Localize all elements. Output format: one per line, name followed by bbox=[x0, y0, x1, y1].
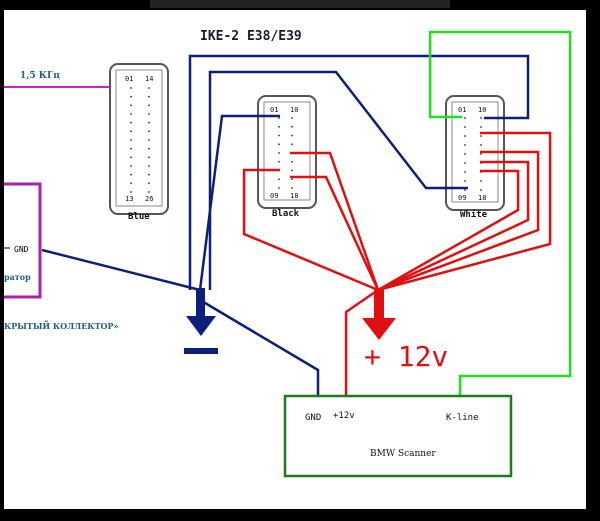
white-pin-dot bbox=[464, 162, 466, 164]
white-pin-dot bbox=[464, 117, 466, 119]
black-pin-dot bbox=[278, 187, 280, 189]
white-pin-dot bbox=[480, 144, 482, 146]
black-connector: 01 10 09 18 Black bbox=[257, 95, 317, 219]
white-pin-dot bbox=[464, 180, 466, 182]
blue-pin-dot bbox=[130, 156, 132, 159]
white-pin-dot bbox=[480, 117, 482, 119]
scanner-gnd-label: GND bbox=[305, 413, 321, 423]
kline-wire bbox=[428, 30, 572, 396]
power-wires bbox=[242, 131, 552, 396]
bmw-scanner: GND +12v K-line BMW Scanner bbox=[283, 394, 513, 478]
blue-pin-dot bbox=[148, 147, 150, 150]
black-pin-dot bbox=[278, 178, 280, 181]
ground-symbol bbox=[184, 288, 218, 354]
scanner-title: BMW Scanner bbox=[370, 449, 436, 459]
black-pin-dot bbox=[278, 125, 280, 128]
black-pin-dot bbox=[291, 117, 293, 119]
blue-pin-dot bbox=[148, 182, 150, 185]
black-pin-18: 18 bbox=[290, 192, 298, 200]
scanner-kline-label: K-line bbox=[446, 413, 479, 423]
blue-pin-dot bbox=[148, 121, 150, 124]
blue-pin-dot bbox=[130, 191, 132, 193]
blue-pin-26: 26 bbox=[145, 195, 153, 203]
black-pin-10: 10 bbox=[290, 106, 298, 114]
white-pin-dot bbox=[464, 171, 466, 173]
black-pin-dot bbox=[291, 187, 293, 189]
blue-pin-dot bbox=[148, 165, 150, 167]
blue-pin-dot bbox=[130, 173, 132, 176]
blue-pin-dot bbox=[130, 165, 132, 167]
black-connector-label: Black bbox=[272, 209, 300, 219]
blue-pin-dot bbox=[130, 87, 132, 89]
black-pin-dot bbox=[291, 169, 293, 172]
blue-pin-dot bbox=[148, 113, 150, 115]
white-connector-label: White bbox=[460, 209, 488, 220]
blue-pin-dot bbox=[148, 139, 150, 141]
white-pin-dot bbox=[464, 135, 466, 137]
ground-wires bbox=[41, 54, 530, 396]
white-pin-dot bbox=[480, 126, 482, 128]
white-pin-dot bbox=[480, 153, 482, 155]
white-connector: 01 10 09 18 White bbox=[445, 95, 505, 220]
blue-pin-14: 14 bbox=[145, 75, 153, 83]
white-pin-dot bbox=[464, 153, 466, 155]
black-pin-dot bbox=[291, 160, 293, 163]
blue-pin-13: 13 bbox=[125, 195, 133, 203]
white-pin-dot bbox=[480, 189, 482, 191]
black-pin-01: 01 bbox=[270, 106, 278, 114]
black-pin-09: 09 bbox=[270, 192, 278, 200]
frequency-label: 1,5 КГц bbox=[20, 71, 60, 81]
black-pin-dot bbox=[291, 143, 293, 146]
blue-connector-label: Blue bbox=[128, 212, 150, 222]
white-pin-dot bbox=[480, 180, 482, 182]
white-pin-18: 18 bbox=[478, 194, 486, 202]
diagram-title: IKE-2 E38/E39 bbox=[200, 29, 302, 44]
collector-label-fragment: КРЫТЫЙ КОЛЛЕКТОР» bbox=[4, 321, 119, 331]
white-pin-09: 09 bbox=[458, 194, 466, 202]
black-pin-dot bbox=[291, 125, 293, 128]
blue-pin-dot bbox=[130, 182, 132, 185]
white-pin-dot bbox=[464, 126, 466, 128]
blue-pin-dot bbox=[130, 130, 132, 133]
black-pin-dot bbox=[278, 152, 280, 154]
blue-pin-dot bbox=[148, 104, 150, 107]
generator-box bbox=[4, 182, 42, 299]
blue-pin-01: 01 bbox=[125, 75, 133, 83]
blue-connector: 01 14 13 26 Blue bbox=[109, 63, 169, 222]
scanner-plus12-label: +12v bbox=[333, 411, 355, 421]
black-pin-dot bbox=[291, 134, 293, 137]
blue-pin-dot bbox=[148, 130, 150, 133]
generator-gnd-label: GND bbox=[14, 245, 29, 254]
white-pin-10: 10 bbox=[478, 106, 486, 114]
black-pin-dot bbox=[278, 134, 280, 137]
blue-pin-dot bbox=[148, 156, 150, 159]
plus12-label: + 12v bbox=[364, 340, 448, 373]
power-arrow bbox=[362, 290, 396, 340]
blue-pin-dot bbox=[130, 104, 132, 107]
black-pin-dot bbox=[278, 117, 280, 119]
black-pin-dot bbox=[291, 178, 293, 181]
blue-pin-dot bbox=[148, 87, 150, 89]
blue-pin-dot bbox=[130, 139, 132, 141]
blue-pin-dot bbox=[148, 95, 150, 98]
blue-pin-dot bbox=[130, 121, 132, 124]
blue-pin-dot bbox=[130, 113, 132, 115]
blue-pin-dot bbox=[148, 173, 150, 176]
white-pin-01: 01 bbox=[458, 106, 466, 114]
generator-label-fragment: ратор bbox=[4, 272, 31, 282]
white-pin-dot bbox=[464, 189, 466, 191]
blue-pin-dot bbox=[130, 95, 132, 98]
blue-pin-dot bbox=[148, 191, 150, 193]
black-pin-dot bbox=[278, 143, 280, 146]
blue-pin-dot bbox=[130, 147, 132, 150]
black-pin-dot bbox=[278, 160, 280, 163]
white-pin-dot bbox=[464, 144, 466, 146]
white-pin-dot bbox=[480, 135, 482, 137]
